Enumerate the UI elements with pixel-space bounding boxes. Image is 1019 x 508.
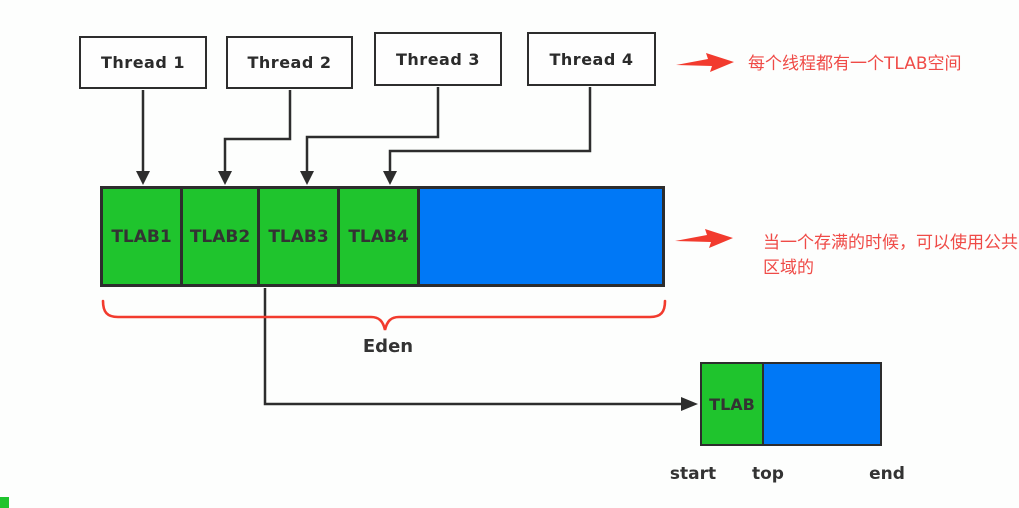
- thread4-box: Thread 4: [527, 32, 656, 86]
- thread1-box: Thread 1: [79, 36, 207, 89]
- tlab4-label: TLAB4: [348, 226, 409, 247]
- red-arrow-right-icon: [675, 229, 733, 248]
- tlab2-cell: TLAB2: [183, 189, 260, 284]
- thread3-label: Thread 3: [396, 49, 480, 69]
- thread4-connector: [388, 87, 592, 173]
- eden-common-area: [420, 189, 662, 284]
- full-note: 当一个存满的时候，可以使用公共 区域的: [763, 231, 1018, 281]
- tlab-note: 每个线程都有一个TLAB空间: [748, 54, 962, 74]
- thread2-label: Thread 2: [247, 53, 332, 72]
- red-arrow-right-icon: [676, 53, 734, 72]
- thread2-connector: [223, 90, 292, 173]
- thread2-box: Thread 2: [226, 36, 353, 89]
- eden-bar: TLAB1 TLAB2 TLAB3 TLAB4: [100, 186, 665, 287]
- pointer-end-label: end: [869, 464, 905, 484]
- thread2-arrowhead-down-icon: [218, 171, 232, 185]
- tlab1-cell: TLAB1: [103, 189, 183, 284]
- full-note-line2: 区域的: [763, 258, 814, 278]
- thread3-connector: [305, 87, 440, 173]
- pointer-start-label: start: [669, 464, 717, 484]
- corner-marker: [0, 497, 9, 508]
- tlab-detail-box: TLAB: [700, 362, 882, 446]
- tlab-detail-used: TLAB: [702, 364, 764, 444]
- eden-label: Eden: [362, 336, 414, 357]
- thread3-arrowhead-down-icon: [300, 171, 314, 185]
- tlab1-label: TLAB1: [111, 226, 172, 247]
- pointer-top-label: top: [752, 464, 784, 484]
- thread4-label: Thread 4: [549, 49, 634, 69]
- tlab3-label: TLAB3: [268, 226, 329, 247]
- tlab2-label: TLAB2: [189, 226, 251, 247]
- tlab-detail-connector: [263, 288, 683, 406]
- thread1-label: Thread 1: [101, 53, 185, 72]
- thread1-arrowhead-down-icon: [136, 171, 150, 185]
- tlab-detail-arrowhead-right-icon: [681, 397, 698, 411]
- tlab4-cell: TLAB4: [340, 189, 420, 284]
- eden-brace: [101, 299, 667, 331]
- thread3-box: Thread 3: [374, 32, 502, 86]
- thread4-arrowhead-down-icon: [383, 171, 397, 185]
- full-note-line1: 当一个存满的时候，可以使用公共: [763, 233, 1018, 253]
- tlab-detail-label: TLAB: [709, 394, 755, 414]
- tlab3-cell: TLAB3: [260, 189, 340, 284]
